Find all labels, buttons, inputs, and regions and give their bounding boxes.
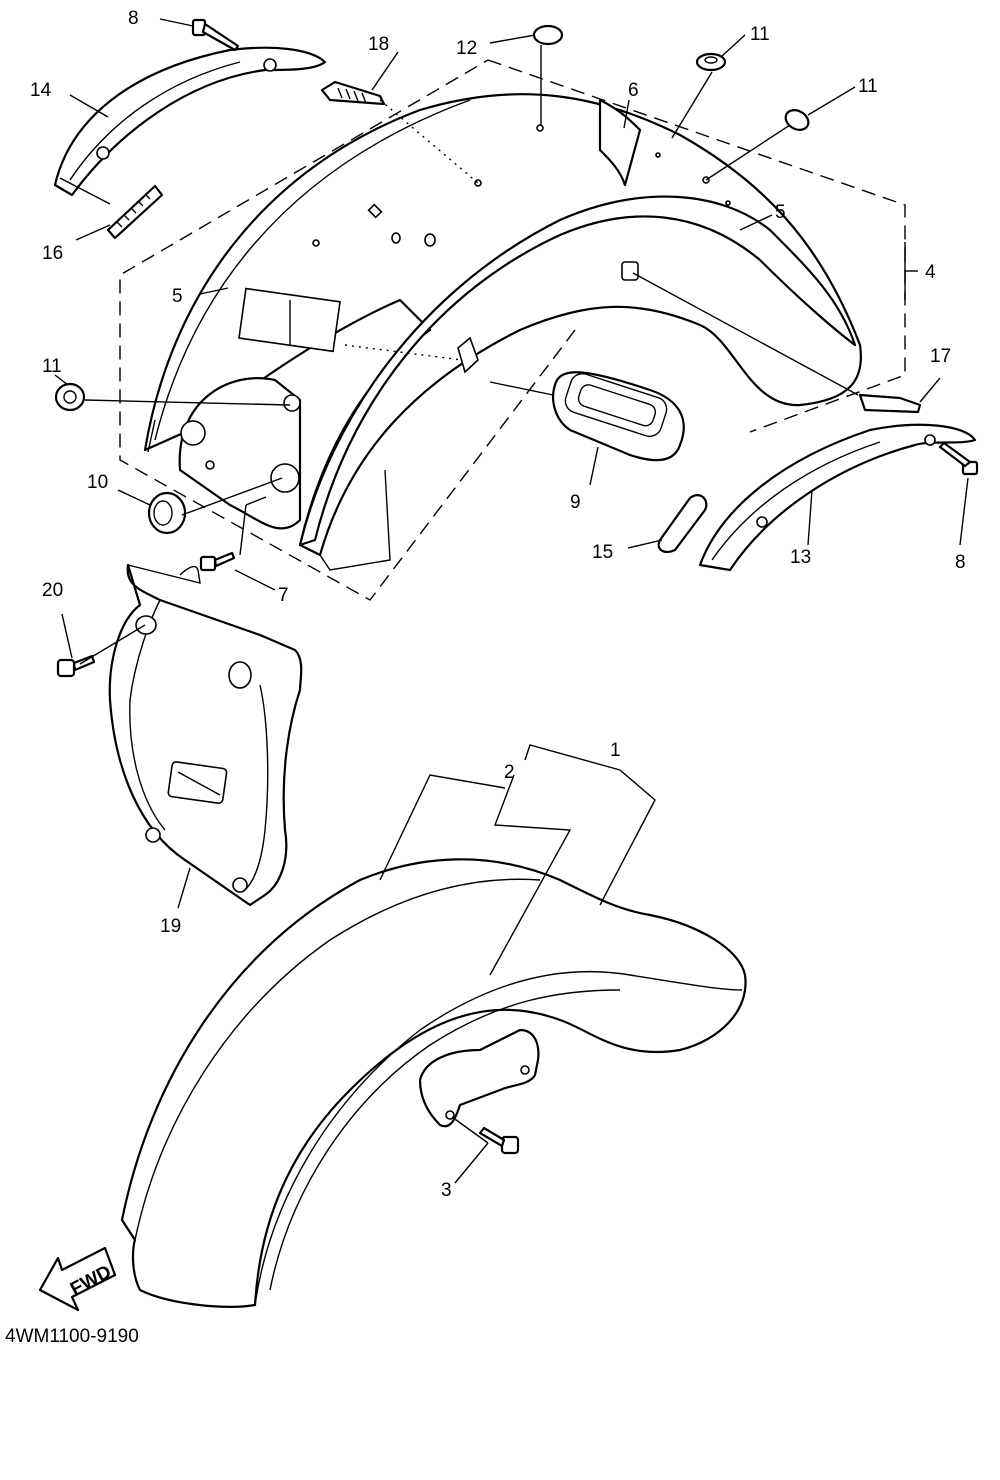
callout-6: 6 — [628, 80, 639, 101]
license-plate-grommet-9 — [552, 371, 685, 462]
callout-18: 18 — [368, 34, 389, 55]
callout-5-left: 5 — [172, 286, 183, 307]
callout-19: 19 — [160, 916, 181, 937]
callout-10: 10 — [87, 472, 108, 493]
bolt-8-right — [938, 441, 979, 476]
group-outline-4 — [119, 59, 906, 601]
rear-fender-side-plate — [178, 377, 302, 530]
callout-11-left: 11 — [42, 356, 62, 377]
callout-15: 15 — [592, 542, 613, 563]
callout-11-right: 11 — [858, 76, 878, 97]
rail-pad-15 — [657, 494, 708, 554]
dotted-leader-18 — [379, 99, 479, 184]
grommet-11-top — [695, 52, 727, 72]
callout-labels: 8 18 14 16 12 11 11 6 5 4 5 11 17 10 9 1… — [30, 8, 966, 1201]
callout-8-top: 8 — [128, 8, 139, 29]
grommet-11-left — [54, 382, 86, 412]
forward-arrow: FWD — [38, 1246, 117, 1312]
bolt-8-top — [191, 18, 240, 52]
front-fender-bracket — [418, 1028, 540, 1128]
callout-9: 9 — [570, 492, 581, 513]
grommet-10 — [147, 491, 187, 535]
rear-rail-left-14 — [53, 46, 327, 197]
rear-rail-right-13 — [698, 423, 977, 572]
callout-7: 7 — [278, 585, 289, 606]
callout-3: 3 — [441, 1180, 452, 1201]
diagram-code: 4WM1100-9190 — [5, 1326, 139, 1347]
rear-fender-stripe-6 — [598, 98, 642, 187]
callout-13: 13 — [790, 547, 811, 568]
callout-12: 12 — [456, 38, 477, 59]
cap-12 — [532, 24, 564, 46]
callout-14: 14 — [30, 80, 52, 101]
bolt-20 — [56, 654, 96, 678]
callout-16: 16 — [42, 243, 63, 264]
callout-8-right: 8 — [955, 552, 966, 573]
callout-20: 20 — [42, 580, 63, 601]
dotted-leader-5 — [344, 344, 463, 361]
rear-fender-inner-trim — [298, 195, 857, 547]
leader-lines — [54, 18, 969, 1184]
callout-4: 4 — [925, 262, 936, 283]
bolt-7 — [199, 551, 236, 572]
callout-5-right: 5 — [775, 202, 786, 223]
callout-17: 17 — [930, 346, 951, 367]
grommet-11-right — [784, 109, 810, 131]
rail-pad-17 — [858, 393, 922, 414]
callout-1: 1 — [610, 740, 621, 761]
rail-pad-18 — [320, 80, 386, 106]
callout-11-top: 11 — [750, 24, 770, 45]
mudguard-bracket-19 — [108, 563, 303, 907]
callout-2: 2 — [504, 762, 515, 783]
bolt-3 — [478, 1126, 520, 1155]
